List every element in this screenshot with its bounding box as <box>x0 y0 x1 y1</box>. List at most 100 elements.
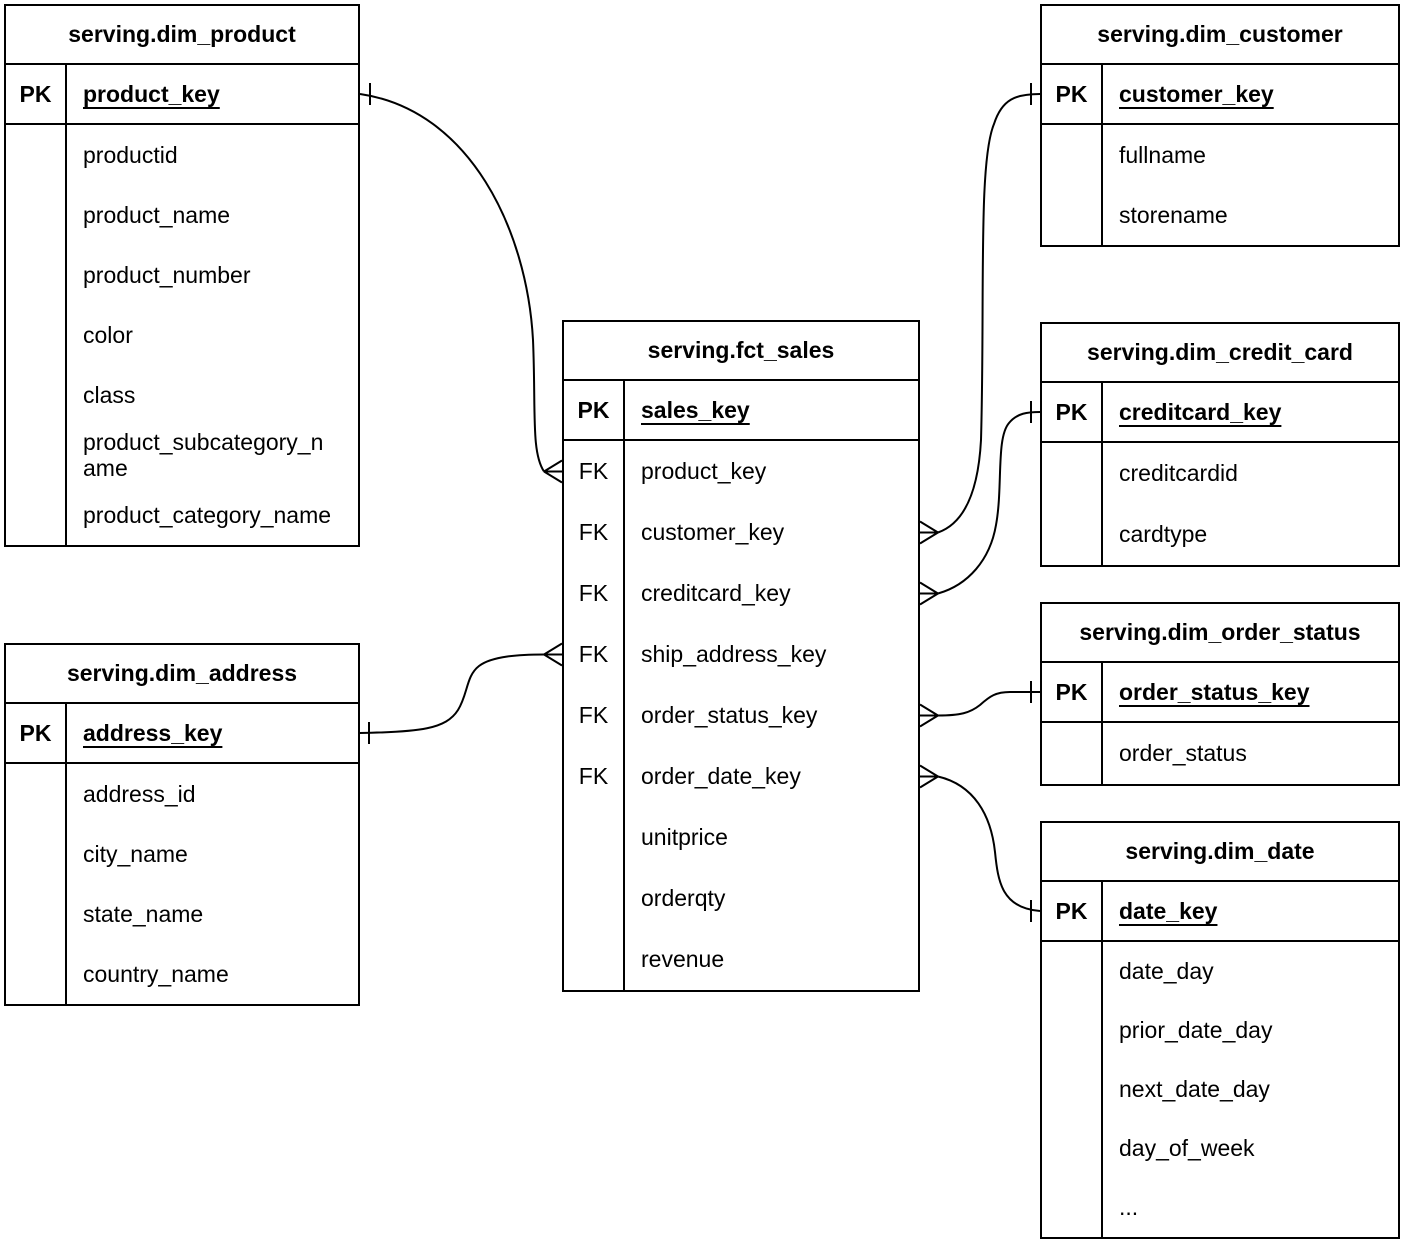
field-row: FK ship_address_key <box>564 624 918 685</box>
pk-badge: PK <box>6 65 67 123</box>
pk-badge: PK <box>1042 65 1103 123</box>
field-row: FK order_date_key <box>564 746 918 807</box>
table-title: serving.dim_customer <box>1042 6 1398 65</box>
field-row: productid <box>6 125 358 185</box>
field-row: color <box>6 305 358 365</box>
key-badge <box>6 944 67 1004</box>
fk-badge: FK <box>564 502 625 563</box>
field-name: storename <box>1119 201 1228 228</box>
field-name: next_date_day <box>1119 1076 1270 1103</box>
table-dim-credit-card: serving.dim_credit_card PK creditcard_ke… <box>1040 322 1400 567</box>
fk-badge: FK <box>564 685 625 746</box>
field-row: ... <box>1042 1178 1398 1237</box>
relationship-line <box>359 653 545 734</box>
key-badge <box>6 425 67 485</box>
pk-badge: PK <box>6 704 67 762</box>
relationship-sales-date <box>919 764 1041 922</box>
pk-field-name: customer_key <box>1119 80 1274 107</box>
relationship-address-sales <box>359 642 563 744</box>
field-row: FK order_status_key <box>564 685 918 746</box>
field-name: product_name <box>83 201 231 228</box>
pk-row: PK sales_key <box>564 381 918 441</box>
key-badge <box>6 764 67 824</box>
field-name: city_name <box>83 840 188 867</box>
field-row: day_of_week <box>1042 1119 1398 1178</box>
pk-badge: PK <box>1042 383 1103 441</box>
field-row: fullname <box>1042 125 1398 185</box>
field-row: FK creditcard_key <box>564 563 918 624</box>
field-row: city_name <box>6 824 358 884</box>
key-badge <box>6 485 67 545</box>
field-name: country_name <box>83 960 229 987</box>
relationship-line <box>937 411 1041 595</box>
field-row: prior_date_day <box>1042 1001 1398 1060</box>
key-badge <box>1042 1119 1103 1178</box>
pk-field-name: sales_key <box>641 396 750 423</box>
fk-badge: FK <box>564 746 625 807</box>
field-name: creditcard_key <box>641 580 791 607</box>
table-dim-customer: serving.dim_customer PK customer_key ful… <box>1040 4 1400 247</box>
field-row: country_name <box>6 944 358 1004</box>
fk-badge: FK <box>564 624 625 685</box>
key-badge <box>1042 1001 1103 1060</box>
table-title: serving.fct_sales <box>564 322 918 381</box>
field-row: order_status <box>1042 723 1398 784</box>
table-fct-sales: serving.fct_sales PK sales_key FK produc… <box>562 320 920 992</box>
relationship-sales-customer <box>919 83 1041 545</box>
crow-foot-many-icon <box>543 642 563 667</box>
field-name: ship_address_key <box>641 641 827 668</box>
fk-badge: FK <box>564 563 625 624</box>
field-row: product_number <box>6 245 358 305</box>
crow-foot-many-icon <box>919 520 939 545</box>
field-row: product_name <box>6 185 358 245</box>
field-row: storename <box>1042 185 1398 245</box>
field-row: product_subcategory_name <box>6 425 358 485</box>
relationship-line <box>359 93 545 473</box>
field-row: FK product_key <box>564 441 918 502</box>
table-title: serving.dim_address <box>6 645 358 704</box>
pk-field-name: order_status_key <box>1119 678 1310 705</box>
key-badge <box>1042 942 1103 1001</box>
field-row: cardtype <box>1042 504 1398 565</box>
field-name: customer_key <box>641 519 785 546</box>
relationship-sales-orderstatus <box>919 681 1040 728</box>
key-badge <box>1042 443 1103 504</box>
pk-row: PK address_key <box>6 704 358 764</box>
key-badge <box>1042 1060 1103 1119</box>
field-row: address_id <box>6 764 358 824</box>
field-name: date_day <box>1119 958 1214 985</box>
field-name: order_status <box>1119 740 1247 767</box>
key-badge <box>1042 1178 1103 1237</box>
pk-row: PK customer_key <box>1042 65 1398 125</box>
pk-badge: PK <box>1042 663 1103 721</box>
field-name: class <box>83 381 136 408</box>
field-name: unitprice <box>641 824 728 851</box>
field-name: product_category_name <box>83 501 332 528</box>
pk-badge: PK <box>564 381 625 439</box>
pk-badge: PK <box>1042 882 1103 940</box>
table-title: serving.dim_order_status <box>1042 604 1398 663</box>
table-dim-order-status: serving.dim_order_status PK order_status… <box>1040 602 1400 786</box>
field-name: order_date_key <box>641 763 801 790</box>
relationship-line <box>937 691 1040 717</box>
field-name: address_id <box>83 780 196 807</box>
field-name: state_name <box>83 900 204 927</box>
field-name: ... <box>1119 1194 1139 1221</box>
fk-badge: FK <box>564 441 625 502</box>
pk-field-name: creditcard_key <box>1119 398 1282 425</box>
field-row: product_category_name <box>6 485 358 545</box>
field-row: next_date_day <box>1042 1060 1398 1119</box>
field-name: prior_date_day <box>1119 1017 1273 1044</box>
relationship-sales-creditcard <box>919 401 1041 606</box>
table-title: serving.dim_date <box>1042 823 1398 882</box>
field-name: product_subcategory_name <box>83 428 324 481</box>
key-badge <box>6 185 67 245</box>
crow-foot-many-icon <box>919 764 939 789</box>
key-badge <box>6 305 67 365</box>
pk-field-name: address_key <box>83 719 223 746</box>
field-row: class <box>6 365 358 425</box>
key-badge <box>564 868 625 929</box>
pk-row: PK product_key <box>6 65 358 125</box>
field-name: product_number <box>83 261 251 288</box>
key-badge <box>6 125 67 185</box>
